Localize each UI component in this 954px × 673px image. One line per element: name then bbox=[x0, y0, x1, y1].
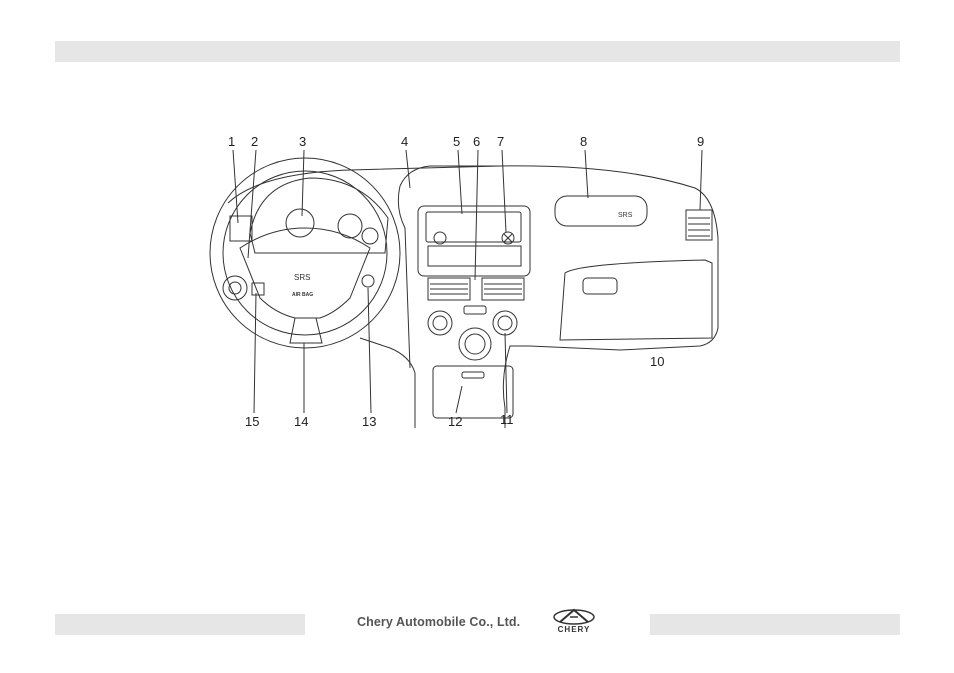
footer-left-bar bbox=[55, 614, 305, 635]
dash-srs-label: SRS bbox=[618, 212, 633, 219]
dashboard-diagram: SRS SRS AIR BAG 1 2 3 4 5 6 7 8 bbox=[200, 128, 740, 433]
knob-right bbox=[493, 311, 517, 335]
callout-6: 6 bbox=[473, 134, 480, 149]
steering-srs-label: SRS bbox=[294, 273, 310, 282]
company-name: Chery Automobile Co., Ltd. bbox=[357, 615, 520, 629]
chery-logo: CHERY bbox=[550, 608, 598, 636]
callout-7: 7 bbox=[497, 134, 504, 149]
callout-11: 11 bbox=[500, 412, 514, 427]
footer-right-bar bbox=[650, 614, 900, 635]
callout-8: 8 bbox=[580, 134, 587, 149]
callout-12: 12 bbox=[448, 414, 462, 429]
left-vent bbox=[230, 216, 252, 241]
callout-13: 13 bbox=[362, 414, 376, 429]
passenger-airbag-panel bbox=[555, 196, 647, 226]
callout-3: 3 bbox=[299, 134, 306, 149]
callout-1: 1 bbox=[228, 134, 235, 149]
storage-tray bbox=[433, 366, 513, 418]
header-bar bbox=[55, 41, 900, 62]
knob-left bbox=[428, 311, 452, 335]
airbag-label: AIR BAG bbox=[292, 292, 313, 298]
callout-4: 4 bbox=[401, 134, 408, 149]
callout-14: 14 bbox=[294, 414, 308, 429]
callout-15: 15 bbox=[245, 414, 259, 429]
callout-9: 9 bbox=[697, 134, 704, 149]
logo-text: CHERY bbox=[550, 625, 598, 634]
callout-2: 2 bbox=[251, 134, 258, 149]
callout-5: 5 bbox=[453, 134, 460, 149]
callout-10: 10 bbox=[650, 354, 664, 369]
chery-logo-icon bbox=[550, 608, 598, 626]
knob-center bbox=[459, 328, 491, 360]
glove-box bbox=[560, 260, 712, 340]
instrument-cluster bbox=[250, 178, 388, 253]
